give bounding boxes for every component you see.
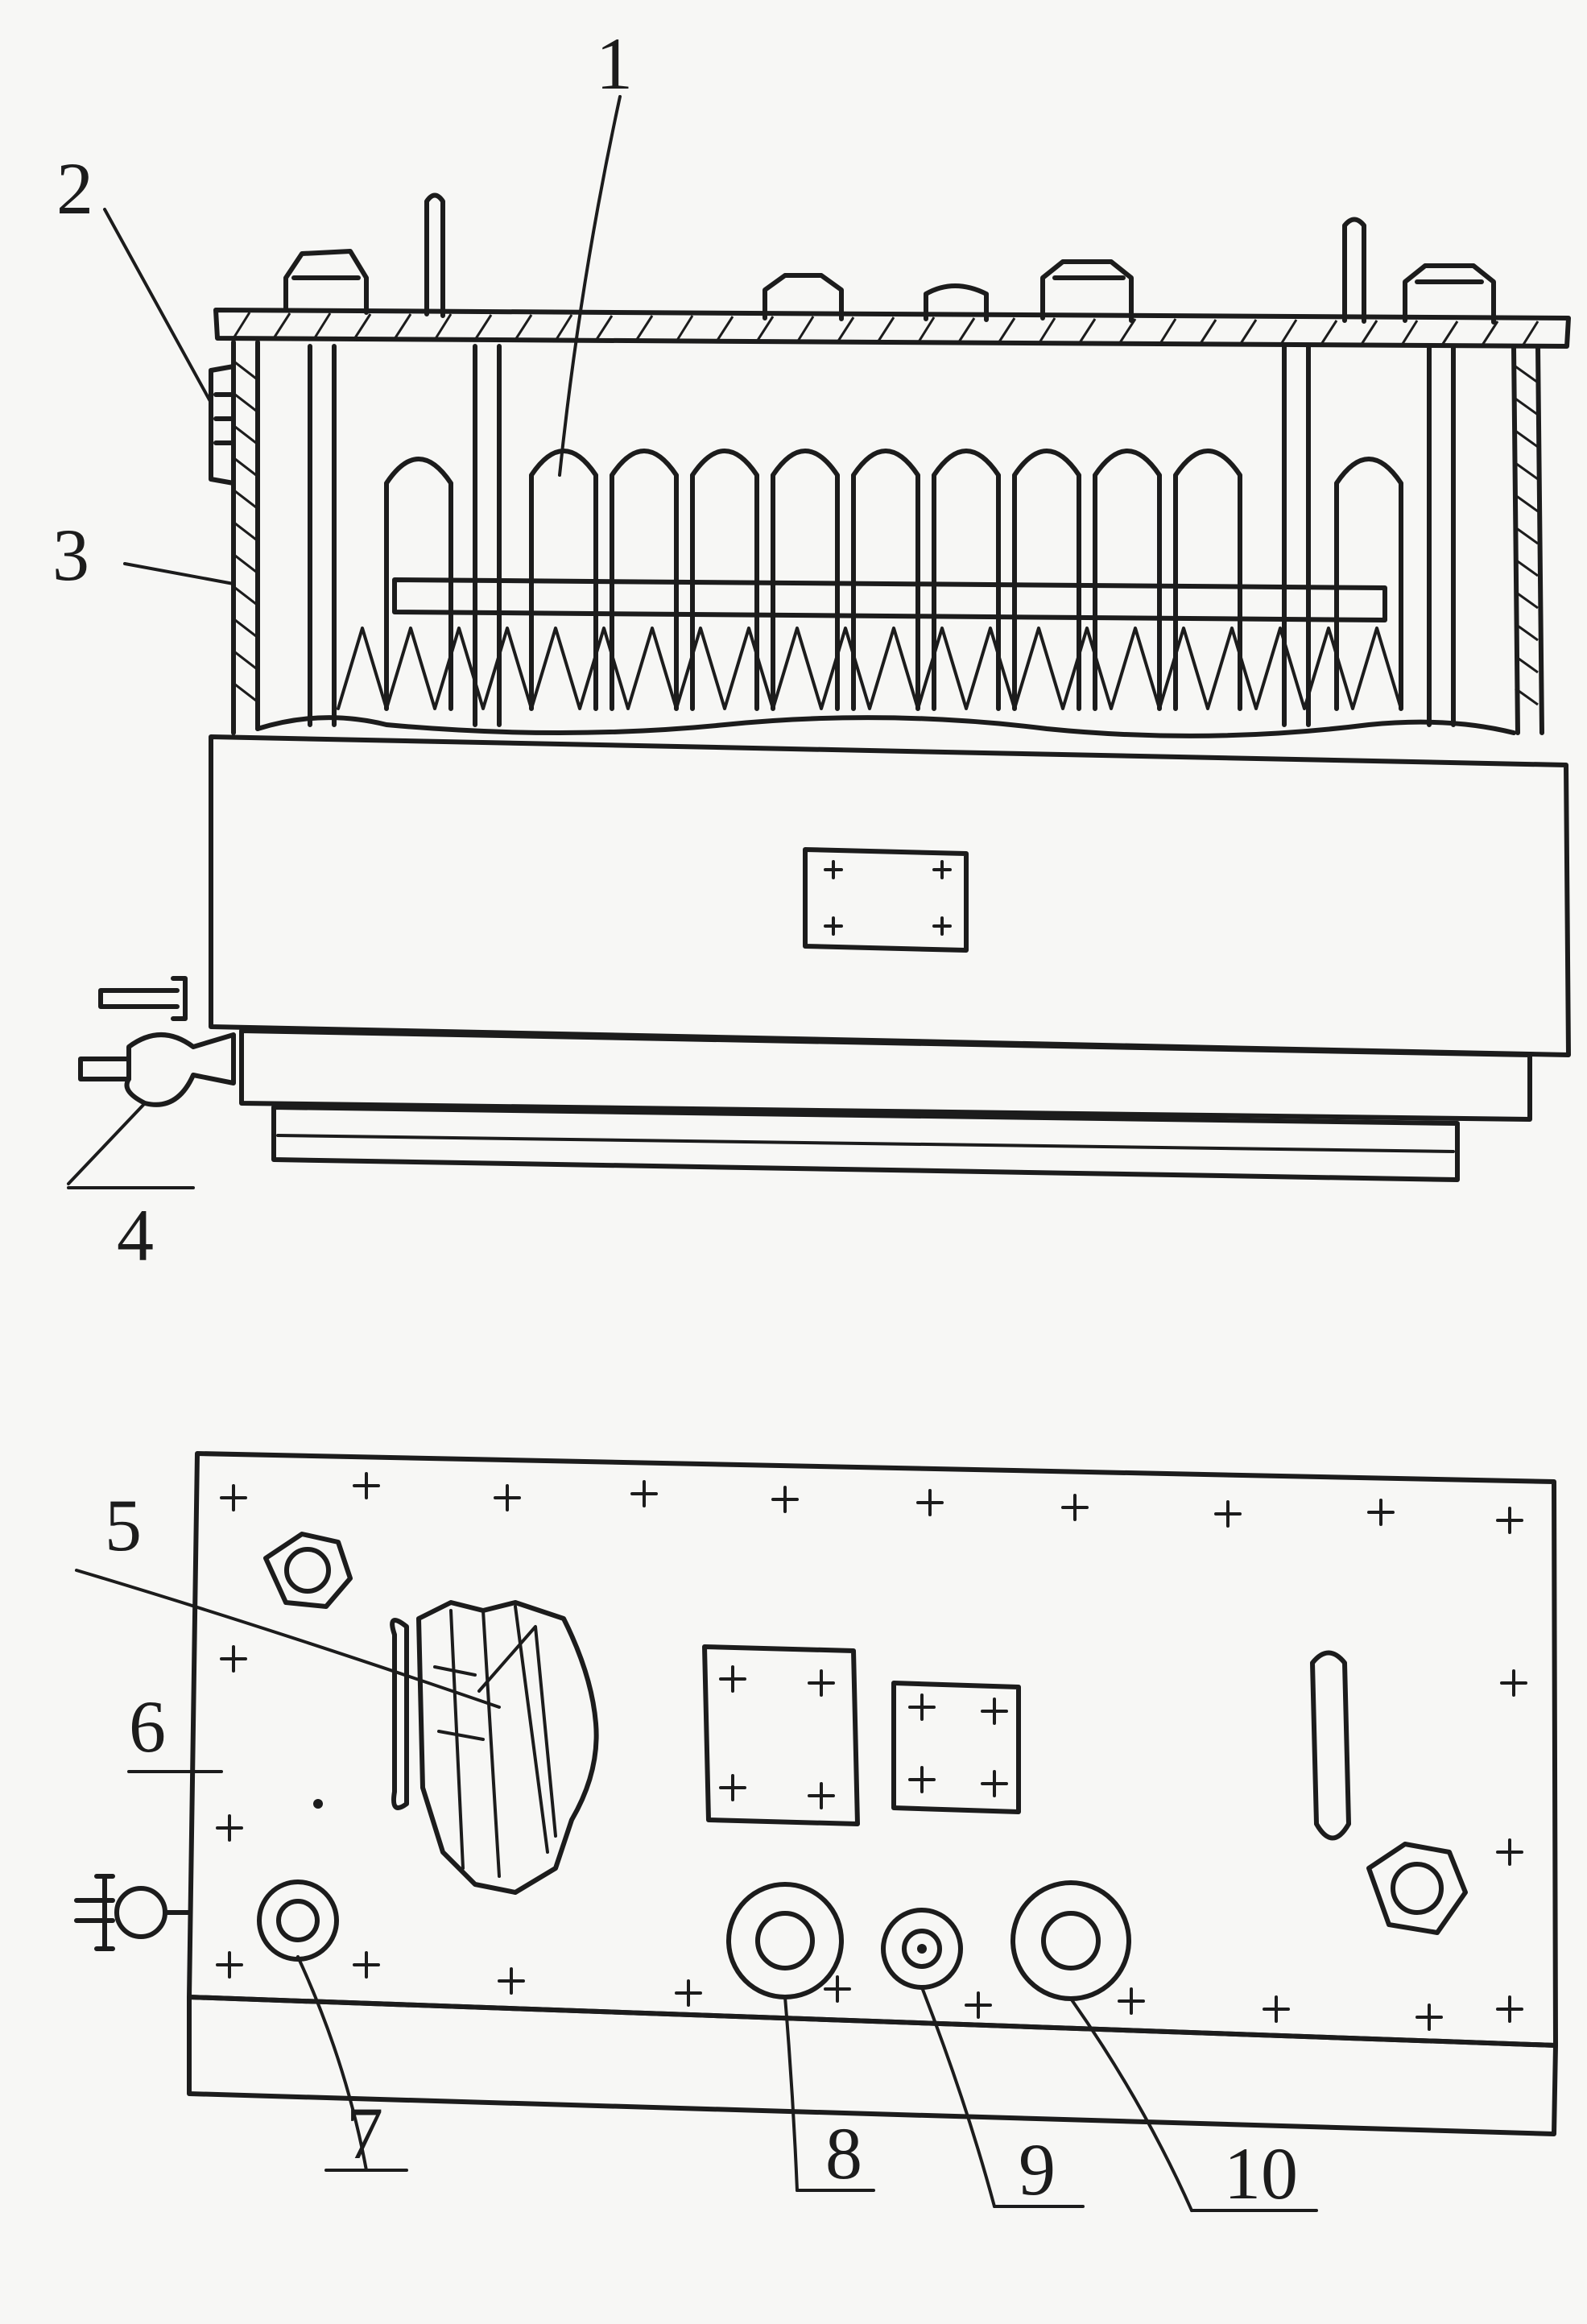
access-plate-right [891, 1681, 1021, 1814]
callout-5: 5 [105, 1484, 142, 1566]
cover-hatch [232, 312, 1539, 348]
cover-dot [313, 1799, 323, 1809]
callout-3: 3 [52, 514, 89, 596]
callout-1: 1 [596, 23, 633, 105]
bushing-10 [1010, 1880, 1131, 2001]
callout-9: 9 [1019, 2128, 1056, 2210]
callout-2: 2 [56, 147, 93, 230]
side-valve [74, 1874, 192, 1951]
fin-bottoms [337, 626, 1403, 710]
cover-bolts [216, 1472, 1527, 2031]
bushing-7 [257, 1879, 339, 1962]
callout-6: 6 [129, 1685, 166, 1768]
cover-front-strip [187, 1995, 1558, 2136]
base-plinth [271, 1105, 1460, 1182]
hex-nut-left [263, 1532, 353, 1609]
yoke-bar [392, 577, 1387, 622]
callout-7: 7 [346, 2092, 383, 2174]
hex-nut-right [1366, 1842, 1468, 1935]
cover-bushings [283, 192, 1496, 325]
base-skirt [239, 1028, 1532, 1122]
tank-wall [231, 340, 1544, 735]
leaders-lower [75, 1569, 1318, 2212]
slot [1310, 1650, 1351, 1841]
callout-8: 8 [825, 2112, 862, 2194]
tank-bottom-edge [255, 715, 1516, 738]
left-valve [209, 364, 236, 486]
side-section-view: 1 2 3 4 [52, 23, 1571, 1276]
core-clamp-rods [308, 344, 1456, 727]
base-box [209, 734, 1571, 1057]
bushing-9 [881, 1908, 963, 1990]
nameplate [803, 847, 969, 953]
conservator [390, 1600, 599, 1895]
leaders-upper [67, 95, 622, 1189]
callout-10: 10 [1224, 2132, 1298, 2214]
callout-4: 4 [117, 1194, 154, 1276]
top-view: 5 6 7 8 9 10 [74, 1451, 1558, 2214]
access-plate-left [702, 1644, 860, 1826]
tank-cover [213, 308, 1571, 349]
bushing-8 [726, 1882, 844, 1999]
drain-valve [78, 976, 236, 1107]
